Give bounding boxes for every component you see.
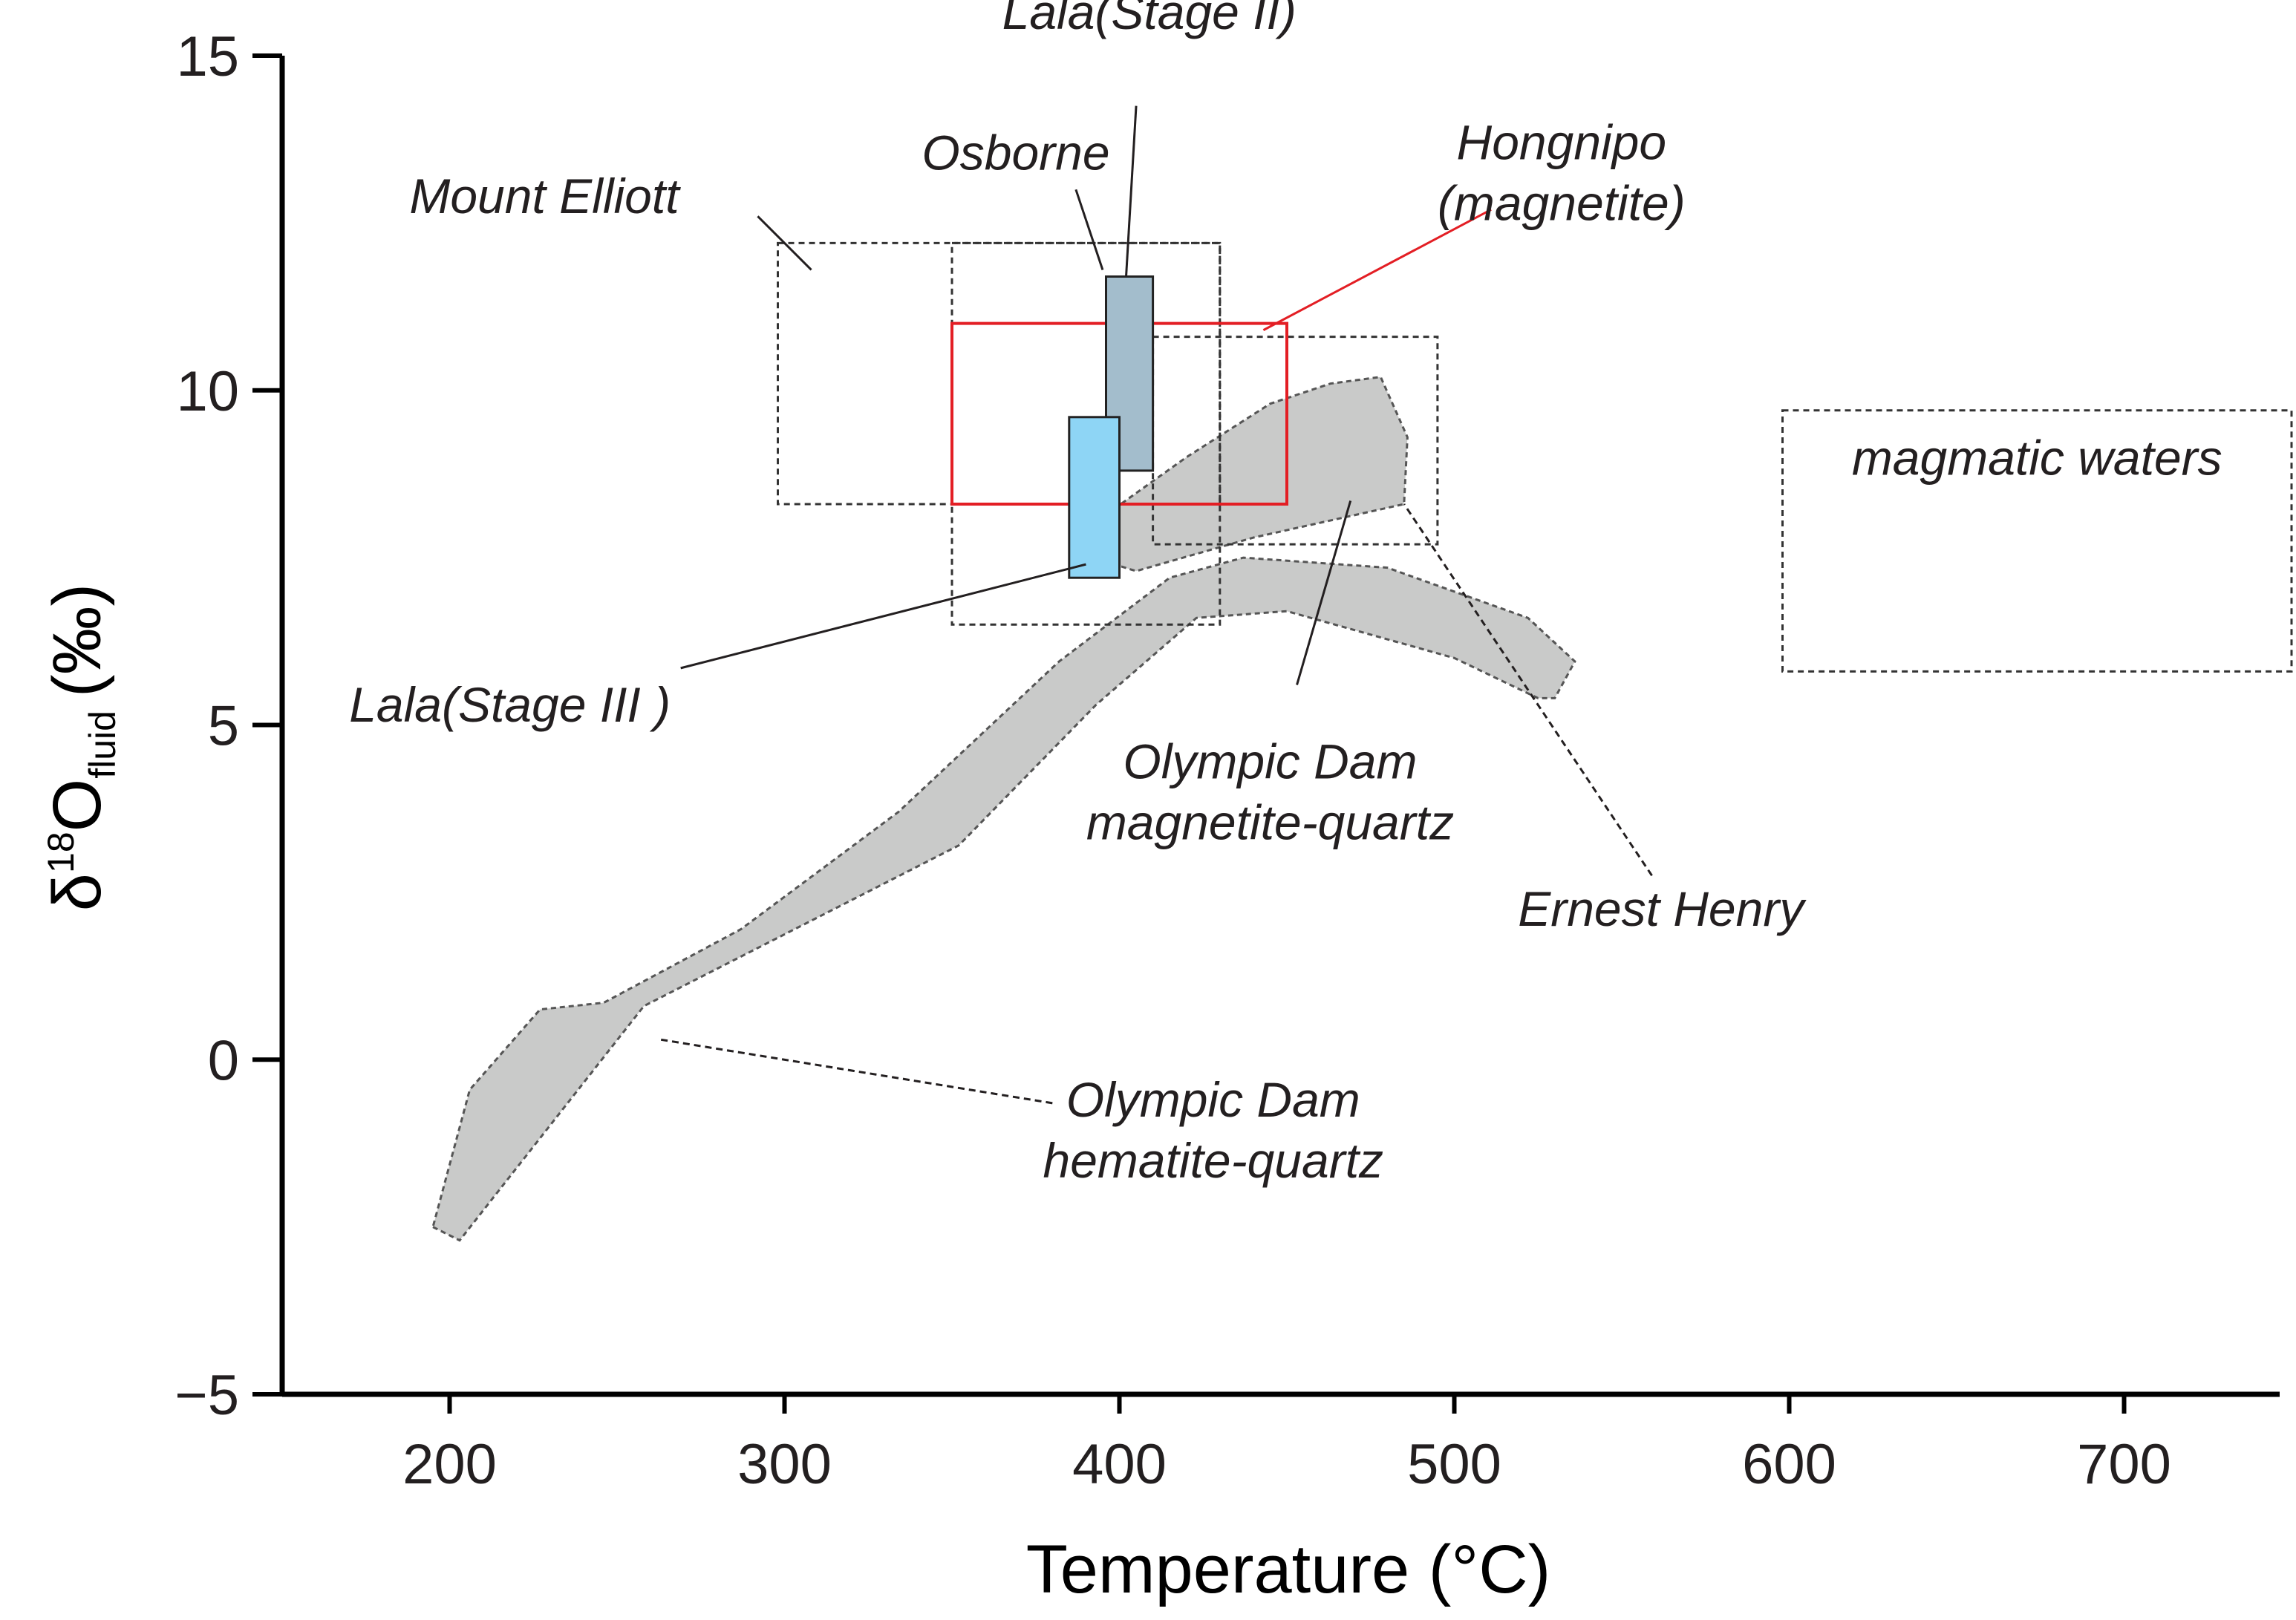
elliott-leader-line: [757, 215, 812, 271]
x-tick-label-500: 500: [1407, 1433, 1501, 1496]
osborne-leader-line: [1074, 189, 1104, 270]
lala-stage-iii-field: [1068, 416, 1121, 579]
y-title-sub: fluid: [82, 711, 123, 779]
x-tick-label-600: 600: [1742, 1433, 1836, 1496]
leaders-layer: [660, 105, 1653, 1105]
x-axis-title: Temperature (°C): [1026, 1532, 1551, 1607]
ernest-label: Ernest Henry: [1518, 881, 1807, 936]
y-title-o: O: [39, 779, 115, 832]
lala3-leader-line: [680, 563, 1086, 670]
lala3-label: Lala(Stage III ): [349, 677, 671, 732]
elliott-label: Mount Elliott: [409, 169, 681, 223]
od_mq-label-line: Olympic Dam: [1123, 734, 1417, 789]
lala-stage-ii-field: [1105, 275, 1155, 472]
y-title-unit: (‰): [39, 584, 115, 697]
axes-layer: [252, 53, 2280, 1414]
lala3-label-line: Lala(Stage III ): [349, 677, 671, 732]
osborne-label: Osborne: [922, 125, 1109, 180]
hongnipo-leader-line: [1262, 209, 1492, 331]
x-tick-label-300: 300: [737, 1433, 832, 1496]
y-title-delta: δ: [39, 873, 115, 911]
ernest-leader-line: [1403, 503, 1653, 877]
hongnipo-label-line: Hongnipo: [1457, 115, 1667, 170]
od_mq-label: Olympic Dam magnetite-quartz: [1086, 734, 1454, 850]
lala2-label-line: Lala(Stage II): [1002, 0, 1297, 39]
od_hq-label-line: Olympic Dam: [1066, 1072, 1360, 1127]
y-axis-title: δ18Ofluid (‰): [39, 584, 123, 911]
osborne-label-line: Osborne: [922, 125, 1109, 180]
y-tick-label-4: −5: [175, 1364, 239, 1427]
od_hq-label-line: hematite-quartz: [1043, 1133, 1383, 1188]
y-title-sup: 18: [40, 832, 82, 873]
olympic-dam-magnetite-quartz-field: [1091, 376, 1409, 572]
x-tick-label-400: 400: [1072, 1433, 1167, 1496]
fields-layer: [431, 241, 2293, 1242]
x-tick-label-700: 700: [2077, 1433, 2171, 1496]
y-tick-label-3: 0: [208, 1029, 239, 1092]
magmatic-waters-field: [1781, 409, 2293, 673]
olympic-dam-hematite-quartz-field: [431, 556, 1576, 1242]
od_mq-leader-line: [1296, 500, 1352, 685]
od_hq-label: Olympic Dam hematite-quartz: [1043, 1072, 1383, 1188]
od_mq-label-line: magnetite-quartz: [1086, 795, 1454, 850]
ernest-henry-field: [1152, 336, 1439, 546]
hongnipo-label: Hongnipo (magnetite): [1438, 115, 1686, 231]
labels-layer: 200 300 400 500 600 700 15 10 5 0 −5 Lala(Stage II)…: [175, 0, 2222, 1496]
x-tick-label-200: 200: [402, 1433, 497, 1496]
y-tick-label-0: 15: [176, 25, 239, 88]
lala2-label: Lala(Stage II): [1002, 0, 1297, 39]
y-tick-label-1: 10: [176, 360, 239, 423]
osborne-field: [950, 241, 1222, 626]
elliott-label-line: Mount Elliott: [409, 169, 681, 223]
lala2-leader-line: [1125, 105, 1138, 277]
ernest-label-line: Ernest Henry: [1518, 881, 1807, 936]
magmatic-label-line: magmatic waters: [1852, 430, 2222, 485]
y-tick-label-2: 5: [208, 695, 239, 758]
magmatic-label: magmatic waters: [1852, 430, 2222, 485]
hongnipo-label-line: (magnetite): [1438, 176, 1686, 231]
